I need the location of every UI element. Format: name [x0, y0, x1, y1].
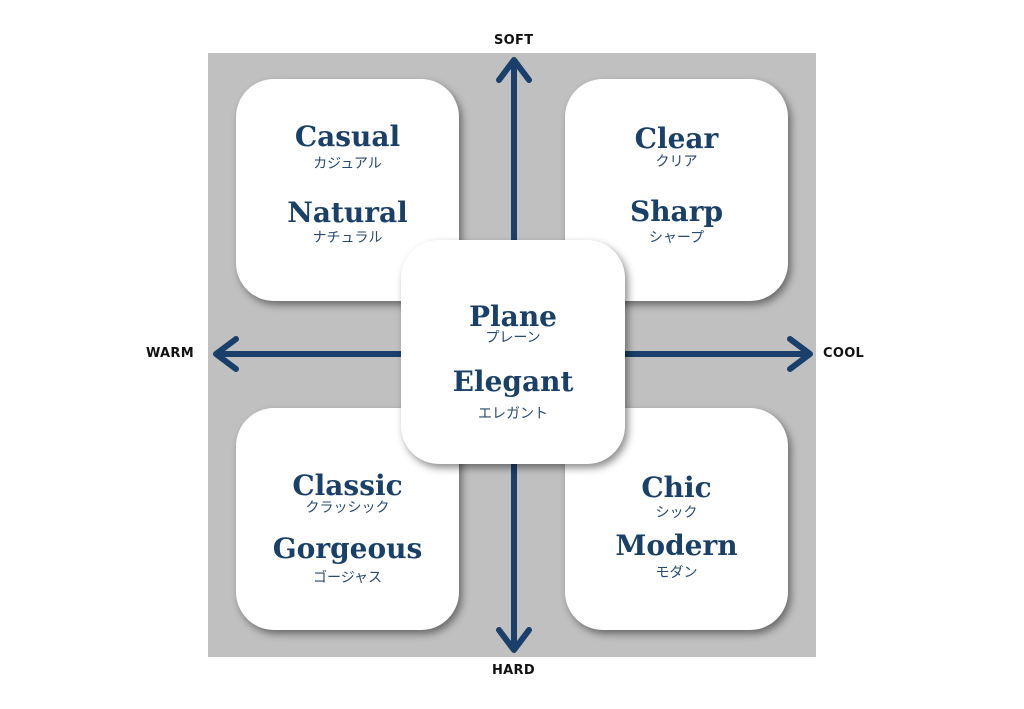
term-natural: Natural [287, 196, 408, 229]
kana-clear: クリア [655, 154, 698, 170]
kana-modern: モダン [655, 565, 698, 581]
kana-sharp: シャープ [648, 230, 705, 246]
kana-natural: ナチュラル [312, 230, 383, 246]
term-sharp: Sharp [629, 195, 724, 228]
term-classic: Classic [292, 469, 403, 502]
term-gorgeous: Gorgeous [272, 532, 423, 565]
card-center: Plane プレーン Elegant エレガント [401, 240, 625, 464]
term-casual: Casual [294, 120, 401, 153]
term-plane: Plane [468, 300, 557, 333]
term-modern: Modern [615, 529, 738, 562]
kana-gorgeous: ゴージャス [312, 570, 383, 586]
term-clear: Clear [634, 122, 719, 155]
card-bottom-left: Classic クラッシック Gorgeous ゴージャス [236, 408, 459, 630]
kana-chic: シック [655, 505, 698, 521]
kana-elegant: エレガント [478, 406, 548, 422]
kana-classic: クラッシック [305, 500, 390, 516]
kana-plane: プレーン [485, 330, 541, 346]
card-top-right: Clear クリア Sharp シャープ [565, 79, 788, 301]
kana-casual: カジュアル [313, 156, 382, 172]
term-chic: Chic [641, 471, 712, 504]
axis-label-soft: SOFT [494, 33, 534, 48]
axis-label-cool: COOL [823, 346, 865, 361]
term-elegant: Elegant [452, 365, 574, 398]
axis-label-hard: HARD [492, 663, 535, 678]
axis-label-warm: WARM [146, 346, 194, 361]
